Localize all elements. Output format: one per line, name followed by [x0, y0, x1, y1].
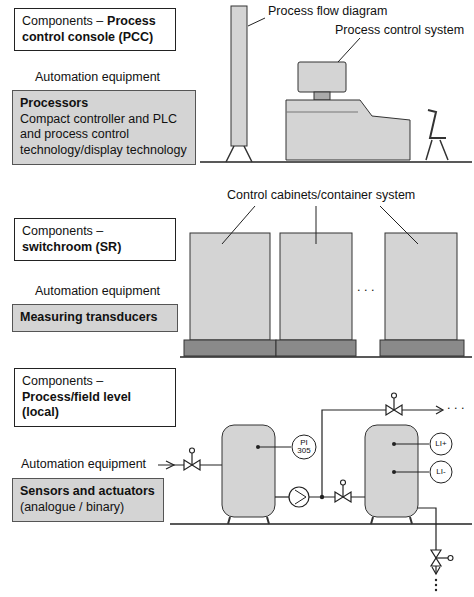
instrument-circle: LI+: [429, 432, 453, 456]
box-heading: Processors: [20, 96, 188, 112]
instrument-tag: PI: [300, 439, 308, 447]
instrument-tag: LI-: [436, 468, 445, 476]
text-label: Automation equipment: [34, 284, 161, 298]
box-heading: Components –: [22, 374, 103, 388]
text-label: Process control system: [334, 23, 465, 37]
text-label: Automation equipment: [20, 457, 147, 471]
component-box: Components – switchroom (SR): [14, 218, 176, 261]
component-box: Components –Process control console (PCC…: [14, 8, 176, 51]
text-label: Control cabinets/container system: [226, 188, 416, 202]
equipment-box: Sensors and actuators(analogue / binary): [12, 478, 164, 522]
box-heading: Sensors and actuators: [20, 484, 156, 500]
equipment-box: Measuring transducers: [12, 304, 178, 332]
equipment-box: ProcessorsCompact controller and PLC and…: [12, 90, 196, 165]
text-label: Process flow diagram: [267, 4, 389, 18]
box-body: Process/field level (local): [22, 390, 131, 420]
box-heading: Components –: [22, 224, 103, 238]
box-heading: Components –: [22, 14, 103, 28]
instrument-circle: LI-: [429, 460, 453, 484]
box-body: (analogue / binary): [20, 500, 156, 516]
instrument-tag: LI+: [435, 440, 446, 448]
instrument-tag: 305: [297, 447, 310, 455]
text-label: . . .: [446, 398, 465, 412]
box-body: Compact controller and PLC and process c…: [20, 112, 188, 159]
text-label: . . .: [356, 280, 375, 294]
component-box: Components – Process/field level (local): [14, 368, 176, 427]
box-body: switchroom (SR): [22, 240, 121, 254]
text-label: Automation equipment: [34, 70, 161, 84]
instrument-circle: PI305: [291, 434, 317, 460]
box-heading: Measuring transducers: [20, 310, 170, 326]
